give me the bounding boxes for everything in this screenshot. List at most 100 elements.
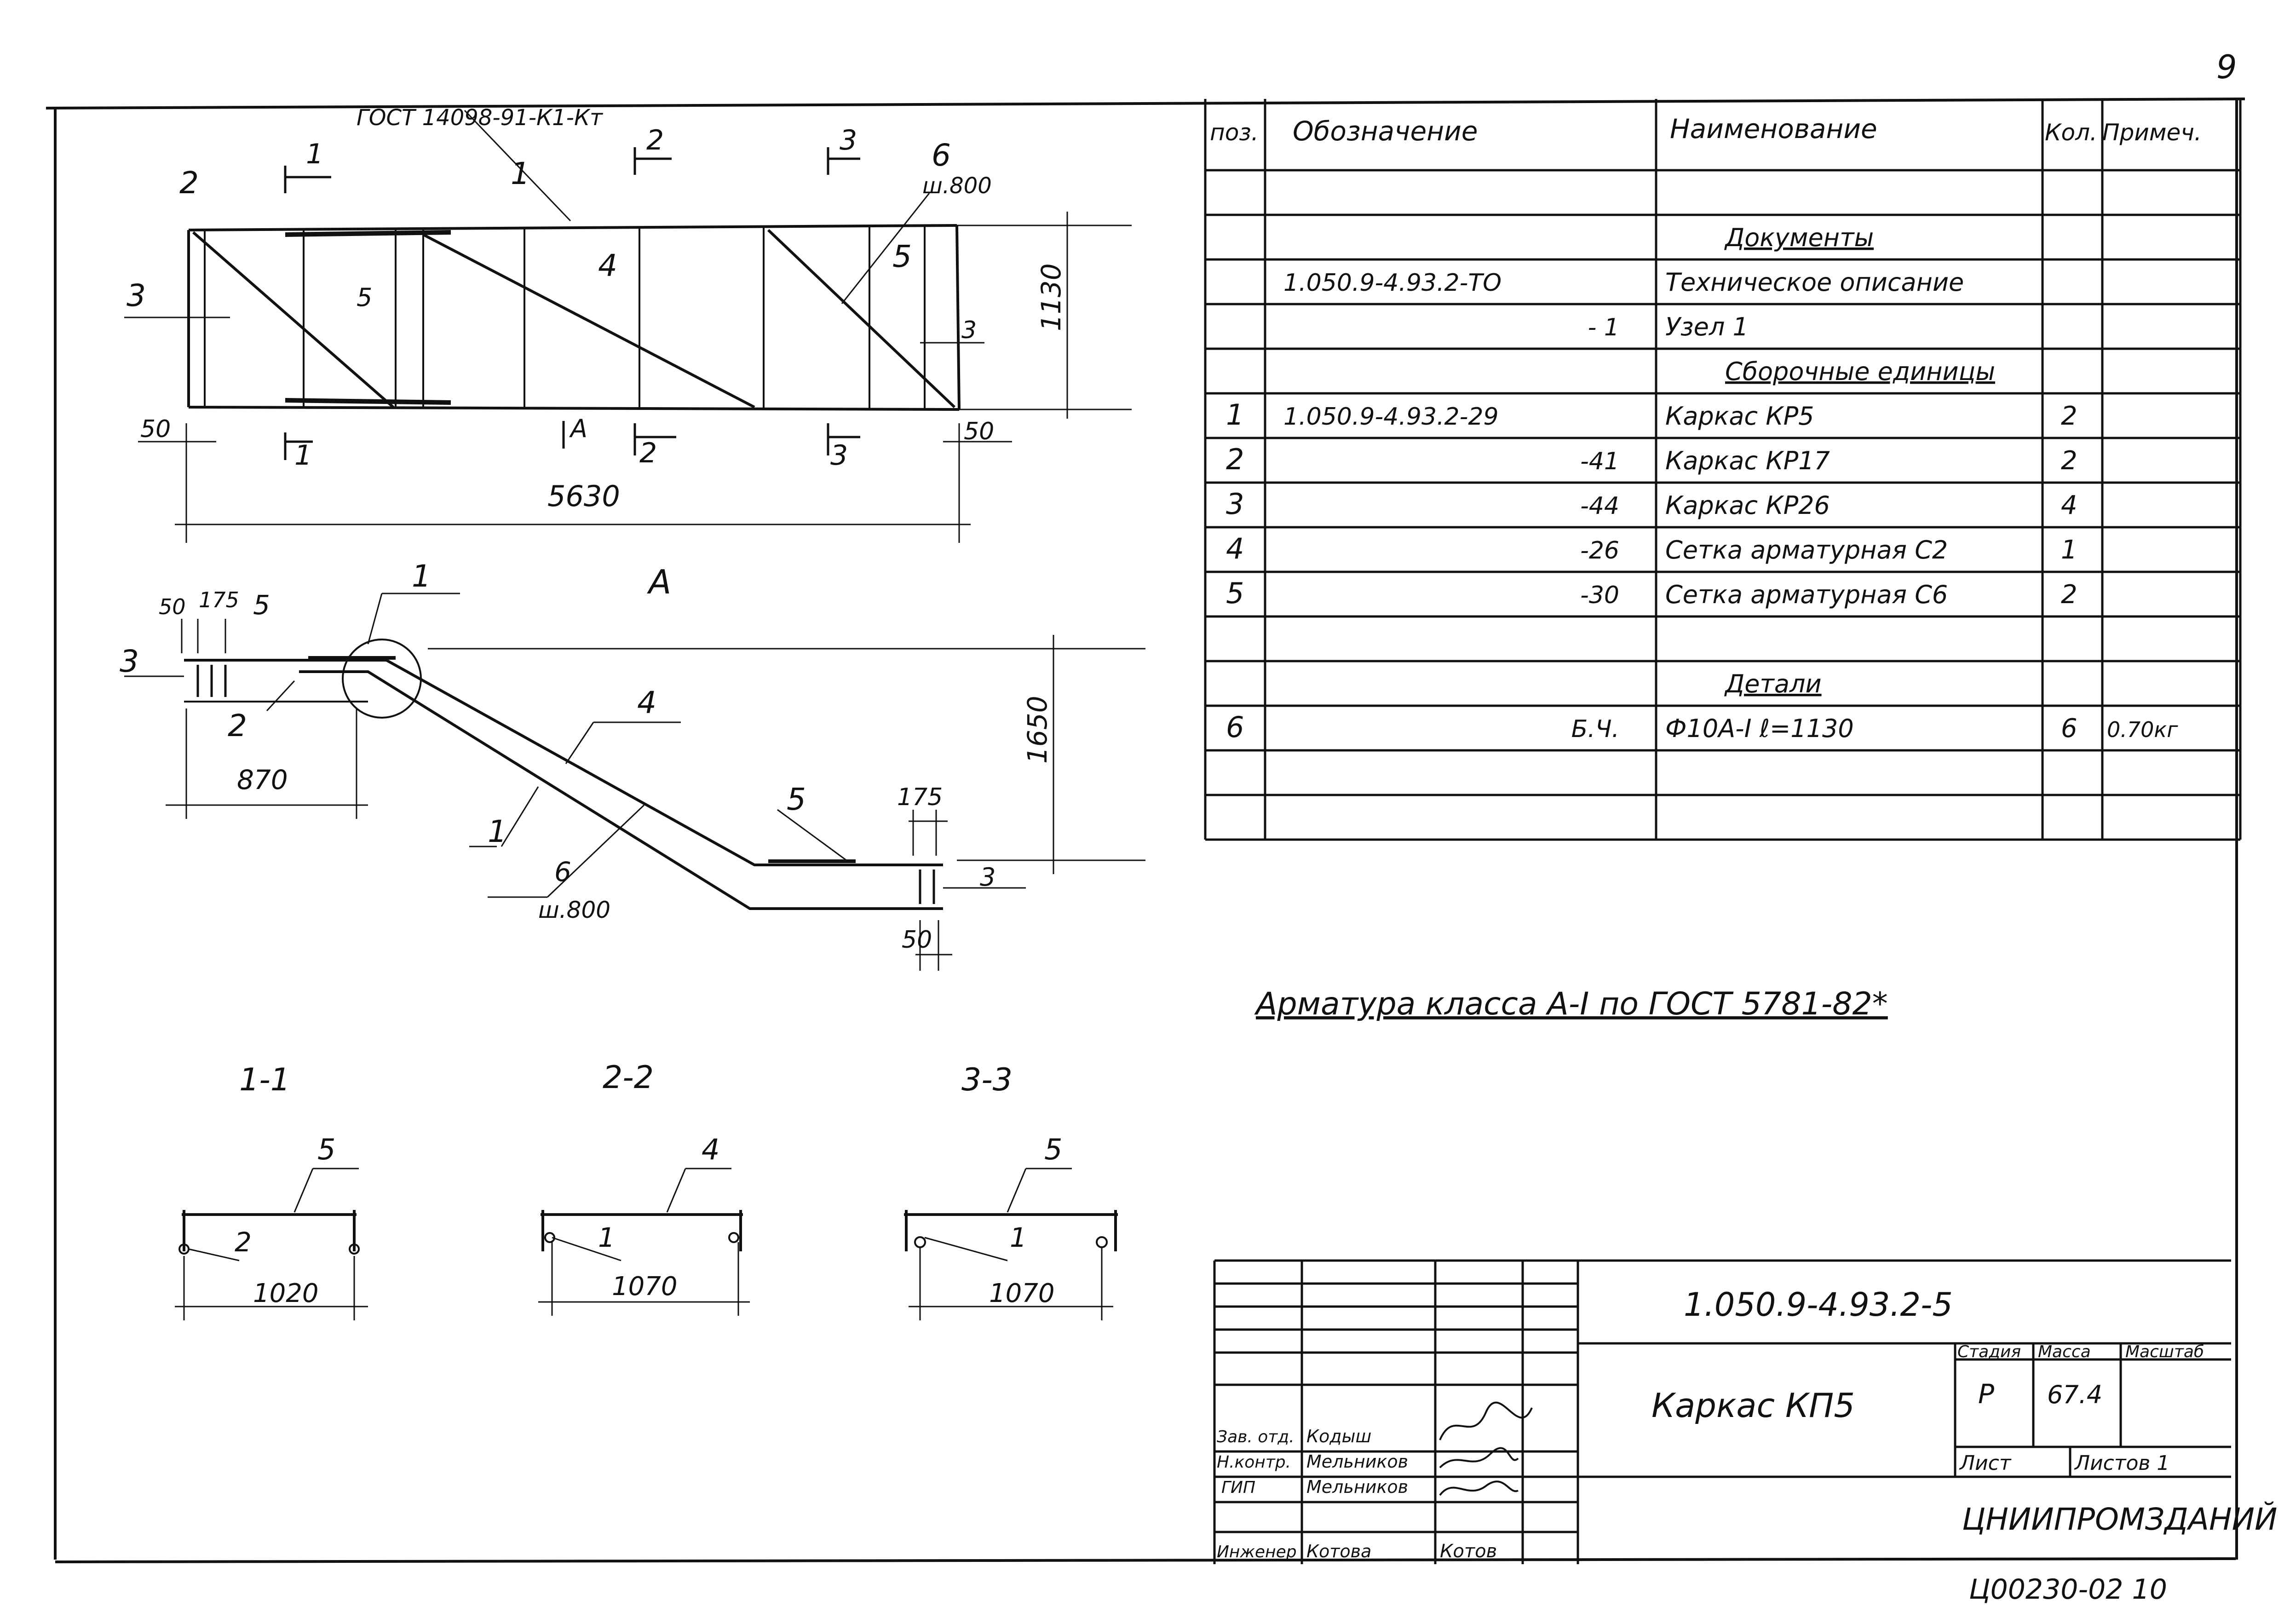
plan-standard-ref: ГОСТ 14098-91-К1-Кт	[357, 105, 604, 131]
title-block-scale-header: Масштаб	[2125, 1342, 2204, 1361]
spec-cell-designation: 1.050.9-4.93.2-29	[1283, 403, 1499, 431]
spec-cell-designation: Б.Ч.	[1571, 715, 1619, 743]
section-width: 1070	[989, 1278, 1055, 1308]
signature-text: Котов	[1440, 1541, 1497, 1562]
plan-diagonals	[192, 229, 956, 409]
spec-cell-pos: 5	[1226, 576, 1244, 610]
plan-mesh-label: ш.800	[922, 173, 992, 199]
spec-cell-pos: 4	[1226, 532, 1244, 565]
spec-cell-pos: 6	[1226, 710, 1244, 744]
spec-cell-qty: 2	[2061, 401, 2077, 431]
plan-pos-3: 3	[127, 278, 146, 313]
spec-cell-name: Каркас КР17	[1665, 446, 1830, 475]
view-a-dim-rise: 1650	[1022, 696, 1053, 764]
section-top-pos: 5	[317, 1133, 335, 1166]
plan-pos-4: 4	[598, 248, 617, 283]
staff-role-2: Н.контр.	[1217, 1453, 1291, 1472]
section-top-pos: 4	[702, 1133, 719, 1166]
plan-pos-5b: 5	[892, 239, 912, 274]
title-block-sheet-label: Лист	[1959, 1451, 2012, 1475]
section-width: 1020	[253, 1278, 319, 1308]
spec-cell-designation: -44	[1580, 492, 1619, 520]
section-side-pos: 1	[598, 1222, 615, 1253]
spec-cell-designation: 1.050.9-4.93.2-ТО	[1283, 269, 1502, 297]
plan-pos-1: 1	[511, 156, 530, 191]
spec-cell-designation: -26	[1580, 537, 1619, 564]
plan-dim-height: 1130	[1036, 263, 1067, 331]
plan-pos-2: 2	[179, 165, 199, 201]
view-a-dim-r175: 175	[897, 783, 943, 811]
plan-section-mark-1-bottom: 1	[294, 439, 312, 472]
title-block-mass-header: Масса	[2038, 1342, 2091, 1361]
spec-cell-pos: 1	[1226, 398, 1244, 432]
view-a-dim-top-len: 870	[237, 764, 288, 795]
spec-cell-name: Каркас КР5	[1665, 402, 1814, 431]
spec-table-rows: Документы 1.050.9-4.93.2-ТО Техническое оп…	[1226, 223, 2178, 744]
spec-cell-qty: 1	[2061, 535, 2077, 565]
plan-dim-length: 5630	[547, 479, 620, 513]
view-a-pos-4: 4	[637, 685, 656, 720]
section-side-pos: 1	[1010, 1222, 1027, 1253]
plan-section-mark-2-top: 2	[646, 124, 664, 156]
section-title: 1-1	[239, 1062, 290, 1098]
title-block-stage-header: Стадия	[1957, 1342, 2021, 1361]
view-a-mesh-label: ш.800	[538, 897, 610, 923]
spec-table: поз. Обозначение Наименование Кол. Приме…	[1204, 99, 2242, 841]
plan-pos-6: 6	[932, 138, 951, 173]
staff-role-4: Инженер	[1217, 1543, 1297, 1561]
section-2-2: 2-2 4 1 1070	[538, 1060, 750, 1316]
spec-cell-qty: 6	[2061, 714, 2077, 743]
staff-name-2: Мельников	[1306, 1451, 1408, 1472]
spec-cell-designation: -30	[1580, 582, 1619, 609]
title-block-org: ЦНИИПРОМЗДАНИЙ	[1962, 1501, 2277, 1537]
view-a-dim-175: 175	[199, 587, 239, 612]
staff-role-3: ГИП	[1221, 1478, 1255, 1497]
spec-cell-name: Сетка арматурная С2	[1665, 536, 1948, 564]
plan-section-mark-1-top: 1	[306, 138, 323, 170]
spec-header-note: Примеч.	[2102, 119, 2202, 146]
view-a-pos-5-left: 5	[253, 589, 270, 621]
section-title: 2-2	[603, 1060, 654, 1096]
plan-verticals	[303, 226, 926, 409]
title-block: 1.050.9-4.93.2-5 Каркас КП5 Стадия Масса…	[1213, 1259, 2277, 1564]
sheet-frame	[46, 98, 2245, 1563]
view-a-profile	[184, 639, 943, 910]
title-block-title: Каркас КП5	[1651, 1386, 1855, 1425]
signatures	[1439, 1401, 1533, 1496]
spec-cell-name: Техническое описание	[1665, 268, 1964, 297]
plan-dim-end-right: 50	[964, 418, 994, 445]
title-block-grid	[1213, 1259, 2231, 1564]
view-a-pos-6: 6	[554, 856, 571, 887]
spec-cell-pos: 2	[1226, 443, 1244, 476]
spec-cell-name: Узел 1	[1665, 312, 1749, 341]
view-a-pos-2: 2	[228, 708, 247, 743]
spec-cell-name: Детали	[1724, 669, 1822, 698]
title-block-sheets-label: Листов 1	[2074, 1451, 2169, 1475]
page-number: 9	[2216, 48, 2237, 86]
spec-cell-name: Сетка арматурная С6	[1665, 580, 1948, 609]
spec-cell-designation: -41	[1580, 448, 1619, 475]
staff-role-1: Зав. отд.	[1217, 1428, 1295, 1446]
spec-table-grid	[1204, 99, 2242, 841]
section-1-1: 1-1 5 2 1020	[175, 1062, 368, 1320]
spec-cell-name: Документы	[1724, 223, 1874, 252]
plan-dim-right-gap: 3	[961, 317, 977, 344]
spec-header-qty: Кол.	[2045, 119, 2097, 146]
section-title: 3-3	[961, 1062, 1013, 1098]
plan-pos-5a: 5	[357, 283, 372, 312]
section-3-3: 3-3 5 1 1070	[904, 1062, 1118, 1320]
spec-cell-qty: 2	[2061, 580, 2077, 610]
view-a-pos-5-right: 5	[787, 782, 806, 817]
spec-cell-note: 0.70кг	[2107, 717, 2178, 742]
plan-section-mark-3-bottom: 3	[830, 439, 848, 472]
spec-header-designation: Обозначение	[1293, 115, 1478, 147]
spec-cell-name: Сборочные единицы	[1725, 357, 1995, 386]
title-block-stage: Р	[1978, 1378, 1994, 1410]
view-a-title: А	[647, 563, 671, 601]
plan-section-marks	[284, 147, 860, 460]
view-a-pos-1: 1	[412, 559, 431, 594]
view-a-dimension-lines	[124, 593, 1145, 971]
plan-dimension-lines	[124, 109, 1132, 543]
staff-name-1: Кодыш	[1306, 1426, 1371, 1446]
